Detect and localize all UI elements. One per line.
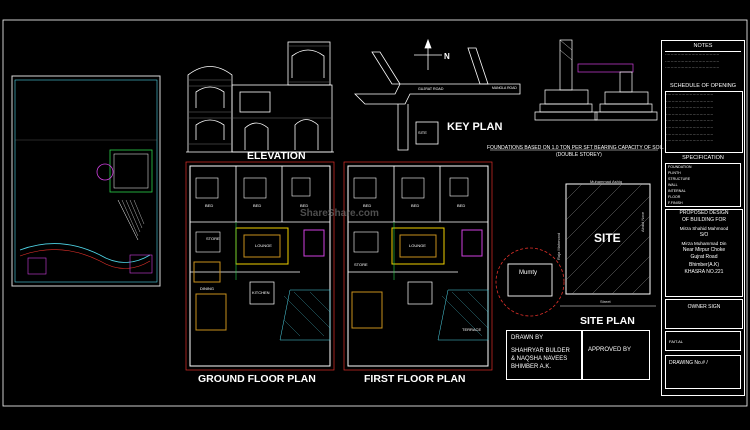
drawing-number: DRAWING No.# / bbox=[669, 360, 708, 366]
specification-title: SPECIFICATION bbox=[682, 155, 724, 161]
room-label: BED bbox=[253, 203, 262, 208]
mumty-label: Mumty bbox=[519, 270, 537, 276]
key-plan-drawing bbox=[354, 38, 521, 151]
spec-row: INTERNAL bbox=[668, 189, 686, 193]
proposal-box: PROPOSED DESIGN OF BUILDING FOR Mirza Sh… bbox=[665, 209, 743, 297]
notes-title: NOTES bbox=[693, 43, 713, 49]
site-label: SITE bbox=[594, 231, 621, 245]
mumty-drawing bbox=[495, 247, 565, 317]
watermark-text: ShareShare.com bbox=[300, 208, 379, 219]
schedule-title: SCHEDULE OF OPENING bbox=[669, 83, 736, 89]
proposal-line4: S/O bbox=[699, 232, 709, 239]
left-overall-plan bbox=[11, 75, 161, 287]
first-floor-plan-drawing bbox=[343, 161, 493, 371]
builder-name: SHAHRYAR BULDER & NAQSHA NAVEES BHIMBER … bbox=[511, 347, 570, 371]
spec-row: FOUNDATION bbox=[668, 165, 692, 169]
key-plan-title: KEY PLAN bbox=[447, 121, 503, 133]
key-plan-site-label: SITE bbox=[418, 130, 427, 135]
owner-sign-box: OWNER SIGN bbox=[665, 299, 743, 329]
builder-line2: & NAQSHA NAVEES bbox=[511, 356, 568, 362]
notes-panel: NOTES ··································… bbox=[661, 40, 745, 396]
first-floor-plan-title: FIRST FLOOR PLAN bbox=[364, 373, 466, 385]
key-plan-road2: MANGLA ROAD bbox=[492, 86, 517, 90]
room-label: DINING bbox=[200, 286, 214, 291]
north-label: N bbox=[444, 52, 450, 61]
elevation-title: ELEVATION bbox=[247, 150, 306, 162]
proposal-line6: Near Mirpur Choke bbox=[682, 247, 726, 254]
builder-line1: SHAHRYAR BULDER bbox=[511, 348, 570, 354]
spec-row: FLOOR bbox=[668, 195, 681, 199]
site-top-label: Muhammad Ashiq bbox=[590, 179, 623, 184]
proposal-line5: Mirza Muhammad Din bbox=[681, 240, 727, 246]
fait-box: FAIT.AL bbox=[665, 331, 741, 351]
spec-row: F.FINISH bbox=[668, 201, 683, 205]
site-plan-drawing bbox=[560, 183, 656, 307]
site-bottom-label: Street bbox=[600, 299, 611, 304]
owner-sign-label: OWNER SIGN bbox=[687, 304, 721, 310]
drawn-by-box: DRAWN BY SHAHRYAR BULDER & NAQSHA NAVEES… bbox=[506, 330, 582, 380]
drawing-number-box: DRAWING No.# / bbox=[665, 355, 741, 389]
spec-row: STRUCTURE bbox=[668, 177, 691, 181]
site-right-label: Abdul Noor bbox=[640, 211, 645, 232]
proposal-line8: Bhimber(A.K) bbox=[688, 261, 719, 268]
fait-label: FAIT.AL bbox=[669, 339, 684, 344]
proposal-line2: OF BUILDING FOR bbox=[682, 217, 726, 224]
schedule-table: ········································… bbox=[665, 91, 743, 153]
proposal-line3: Mirza Shahid Mahmood bbox=[679, 225, 729, 231]
khasra-number: KHASRA NO.221 bbox=[684, 269, 724, 276]
room-label: BED bbox=[457, 203, 466, 208]
spec-row: WALL bbox=[668, 183, 678, 187]
key-plan-road1: GUJRAT ROAD bbox=[418, 87, 444, 91]
ground-floor-plan-title: GROUND FLOOR PLAN bbox=[198, 373, 316, 385]
room-label: BED bbox=[363, 203, 372, 208]
elevation-drawing bbox=[186, 41, 334, 153]
room-label: BED bbox=[300, 203, 309, 208]
notes-table: ········································… bbox=[665, 51, 741, 78]
room-label: KITCHEN bbox=[252, 290, 270, 295]
site-left-label: Raja Mahmood bbox=[556, 232, 561, 260]
foundation-note: FOUNDATIONS BASED ON 1.0 TON PER SFT BEA… bbox=[487, 145, 664, 151]
ground-floor-plan-drawing bbox=[185, 161, 335, 371]
proposal-line7: Gujrat Road bbox=[690, 254, 718, 261]
approved-by-box: APPROVED BY bbox=[582, 330, 650, 380]
room-label: STORE bbox=[354, 262, 368, 267]
proposal-line1: PROPOSED DESIGN bbox=[679, 210, 729, 216]
room-label: BED bbox=[205, 203, 214, 208]
room-label: LOUNGE bbox=[409, 243, 426, 248]
approved-by-label: APPROVED BY bbox=[588, 347, 632, 353]
foundation-details bbox=[534, 39, 658, 121]
room-label: TERRACE bbox=[462, 327, 482, 332]
foundation-subnote: (DOUBLE STOREY) bbox=[556, 152, 602, 158]
spec-row: PLINTH bbox=[668, 171, 681, 175]
builder-line3: BHIMBER A.K. bbox=[511, 364, 552, 370]
site-plan-title: SITE PLAN bbox=[580, 315, 635, 327]
room-label: BED bbox=[411, 203, 420, 208]
room-label: LOUNGE bbox=[255, 243, 272, 248]
specification-table: FOUNDATION PLINTH STRUCTURE WALL INTERNA… bbox=[665, 163, 741, 207]
drawing-frame bbox=[2, 19, 748, 407]
room-label: STORE bbox=[206, 236, 220, 241]
drawn-by-label: DRAWN BY bbox=[511, 335, 544, 341]
